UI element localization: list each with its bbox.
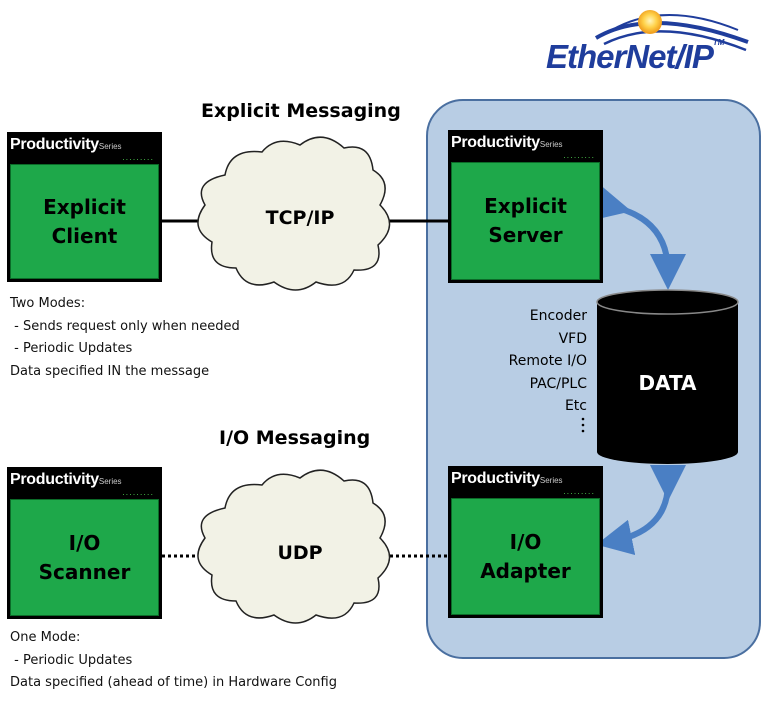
logo-text: EtherNet/IP	[546, 38, 714, 75]
device-label-line: Server	[488, 223, 563, 247]
data-source-item: Encoder	[529, 308, 587, 324]
device-label-line: Scanner	[38, 559, 131, 584]
explicit-client-device: ProductivitySeries ......... Explicit Cl…	[7, 132, 162, 282]
database-label: DATA	[638, 371, 697, 395]
data-sources-list: Encoder VFD Remote I/O PAC/PLC Etc	[509, 305, 587, 418]
device-label-line: Adapter	[480, 558, 571, 583]
note-line: - Sends request only when needed	[10, 318, 240, 334]
data-source-item: VFD	[558, 330, 587, 347]
productivity-logo: ProductivitySeries .........	[448, 130, 603, 162]
device-label-line: Client	[51, 223, 118, 248]
io-mode-notes: One Mode: - Periodic Updates Data specif…	[10, 627, 337, 695]
productivity-logo: ProductivitySeries .........	[7, 132, 162, 164]
brand-series: Series	[539, 140, 563, 149]
io-adapter-label: I/O Adapter	[451, 498, 600, 615]
note-line: - Periodic Updates	[10, 652, 133, 668]
device-label-line: Explicit	[484, 194, 567, 218]
brand-series: Series	[98, 142, 122, 151]
brand-dots: .........	[563, 151, 595, 160]
data-source-item: Etc	[564, 398, 587, 414]
productivity-logo: ProductivitySeries .........	[448, 466, 603, 498]
note-line: Data specified (ahead of time) in Hardwa…	[10, 675, 337, 690]
io-adapter-device: ProductivitySeries ......... I/O Adapter	[448, 466, 603, 618]
server-data-arrow	[592, 185, 686, 290]
data-source-item: Remote I/O	[508, 353, 587, 369]
brand-name: Productivity	[451, 470, 540, 487]
note-line: Two Modes:	[10, 296, 86, 311]
brand-name: Productivity	[451, 134, 540, 151]
brand-series: Series	[539, 476, 563, 485]
brand-series: Series	[98, 477, 122, 486]
tcp-ip-label: TCP/IP	[265, 207, 335, 229]
ethernet-ip-logo: EtherNet/IPTM	[546, 38, 724, 76]
udp-cloud	[197, 469, 391, 624]
note-line: Data specified IN the message	[10, 363, 210, 379]
more-sources-dots	[581, 417, 585, 433]
brand-name: Productivity	[10, 471, 99, 488]
tcp-ip-cloud	[197, 136, 391, 291]
database-cylinder	[596, 289, 739, 464]
device-label-line: I/O	[68, 530, 101, 555]
note-line: - Periodic Updates	[10, 341, 133, 356]
data-source-item: PAC/PLC	[529, 375, 587, 392]
explicit-server-device: ProductivitySeries ......... Explicit Se…	[448, 130, 603, 283]
logo-trademark: TM	[712, 38, 725, 47]
device-label-line: Explicit	[43, 194, 126, 219]
explicit-messaging-title: Explicit Messaging	[201, 100, 401, 122]
brand-dots: .........	[122, 153, 154, 162]
brand-name: Productivity	[10, 136, 99, 153]
io-messaging-title: I/O Messaging	[219, 427, 371, 449]
brand-dots: .........	[563, 487, 595, 496]
explicit-mode-notes: Two Modes: - Sends request only when nee…	[10, 293, 240, 383]
udp-label: UDP	[277, 542, 323, 564]
explicit-client-label: Explicit Client	[10, 164, 159, 279]
explicit-server-label: Explicit Server	[451, 162, 600, 280]
productivity-logo: ProductivitySeries .........	[7, 467, 162, 499]
device-label-line: I/O	[509, 529, 542, 554]
adapter-data-arrow	[596, 464, 687, 556]
brand-dots: .........	[122, 488, 154, 497]
io-scanner-label: I/O Scanner	[10, 499, 159, 616]
ethernet-ip-logo-swoosh	[594, 10, 749, 52]
note-line: One Mode:	[10, 630, 81, 645]
io-scanner-device: ProductivitySeries ......... I/O Scanner	[7, 467, 162, 619]
